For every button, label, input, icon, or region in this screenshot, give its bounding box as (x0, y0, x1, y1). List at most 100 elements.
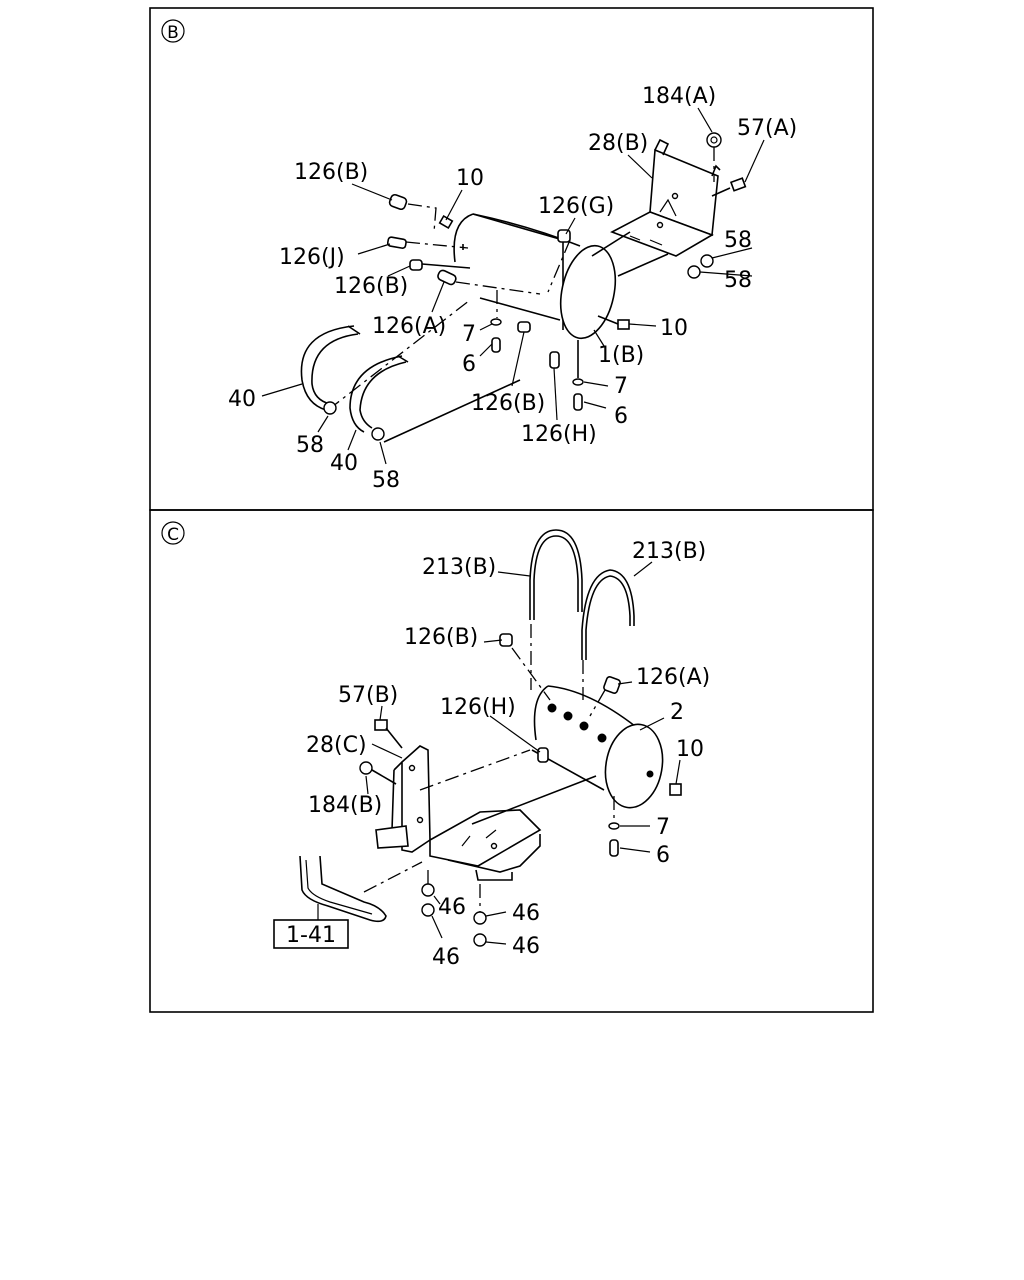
leader (317, 415, 329, 433)
nut-58-strap-left (323, 401, 337, 415)
label-46: 46 (512, 901, 540, 926)
label-58: 58 (296, 433, 324, 458)
leader-dashed (547, 239, 571, 293)
panel-b-frame (149, 7, 874, 511)
leader (711, 247, 753, 259)
panel-b: B (161, 19, 797, 493)
bracket-28b (610, 138, 721, 257)
leader (351, 183, 393, 201)
label-58: 58 (372, 468, 400, 493)
label-58: 58 (724, 268, 752, 293)
label-ref-1-41: 1-41 (286, 923, 336, 948)
label-58: 58 (724, 228, 752, 253)
leader-dashed (427, 870, 481, 912)
strap-40-right (349, 355, 409, 433)
bracket-guide-line (419, 749, 531, 791)
nut-46-a (421, 883, 435, 897)
leader (433, 895, 441, 905)
fitting-126a (437, 269, 457, 286)
leader (627, 154, 653, 179)
leader (483, 639, 503, 643)
leader (617, 681, 633, 685)
bolt-57a (711, 177, 747, 197)
label-46: 46 (432, 945, 460, 970)
label-6: 6 (614, 404, 628, 429)
leader (347, 429, 357, 451)
leader-dashed (407, 203, 437, 233)
label-40: 40 (228, 387, 256, 412)
nut-58-strap-right (371, 427, 385, 441)
label-10: 10 (660, 316, 688, 341)
label-10: 10 (676, 737, 704, 762)
nut-184a (706, 132, 722, 148)
leader (421, 263, 471, 269)
leader (261, 383, 303, 397)
leader (489, 715, 541, 753)
port (646, 770, 654, 778)
label-126a: 126(A) (372, 314, 446, 339)
fitting-126b-top (388, 193, 408, 211)
leader (431, 915, 443, 939)
leader (431, 281, 445, 313)
bracket-guide-line (471, 775, 597, 825)
drain-6-right (573, 393, 583, 411)
ref-box (273, 919, 349, 949)
label-28c: 28(C) (306, 733, 367, 758)
leader-dashed (511, 647, 551, 701)
fitting-126j (386, 236, 407, 249)
nut-58-upper (700, 254, 714, 268)
panel-c-frame (149, 509, 874, 1013)
leader (387, 265, 411, 277)
fitting-126b-low (517, 321, 531, 333)
nut-46-c (473, 911, 487, 925)
bracket-guide-line (591, 231, 631, 257)
leader (628, 323, 657, 327)
label-126b: 126(B) (471, 391, 545, 416)
leader (565, 217, 576, 235)
label-213b: 213(B) (422, 555, 496, 580)
air-tank-1b (453, 213, 617, 340)
air-tank-2 (531, 685, 664, 809)
plug-10-end (617, 319, 630, 330)
strap-guide-line (327, 299, 471, 411)
u-bolt-213b-right (581, 569, 635, 660)
label-126h: 126(H) (440, 695, 516, 720)
label-7: 7 (462, 322, 476, 347)
leader (485, 911, 507, 917)
label-126b: 126(B) (404, 625, 478, 650)
leader (744, 139, 765, 183)
leader (597, 315, 619, 325)
ref-strap-1-41 (299, 855, 423, 923)
u-bolt-213b-left (529, 529, 583, 620)
svg-text:C: C (167, 525, 179, 545)
label-7: 7 (656, 815, 670, 840)
leader (697, 107, 713, 133)
label-126h: 126(H) (521, 422, 597, 447)
leader-dashed (589, 689, 606, 717)
leader (371, 769, 397, 785)
leader (553, 367, 558, 421)
leader (479, 343, 493, 357)
drain-6 (609, 839, 619, 857)
washer-7-right (572, 378, 584, 386)
label-40: 40 (330, 451, 358, 476)
strap-guide-line (383, 379, 521, 443)
label-1b: 1(B) (598, 343, 644, 368)
fitting-126g (557, 229, 571, 243)
fitting-126h (549, 351, 560, 369)
leader (633, 561, 653, 577)
leader (619, 847, 651, 853)
label-46: 46 (438, 895, 466, 920)
bracket-guide-line (617, 253, 669, 277)
fitting-126b-mid (409, 259, 423, 271)
leader (699, 271, 753, 277)
leader (675, 759, 681, 785)
leader (379, 705, 383, 721)
nut-46-b (421, 903, 435, 917)
u-bolt-guide (530, 624, 584, 700)
label-126j: 126(J) (279, 245, 345, 270)
panel-c: C (161, 521, 710, 970)
label-2: 2 (670, 700, 684, 725)
leader-dashed (405, 241, 469, 249)
